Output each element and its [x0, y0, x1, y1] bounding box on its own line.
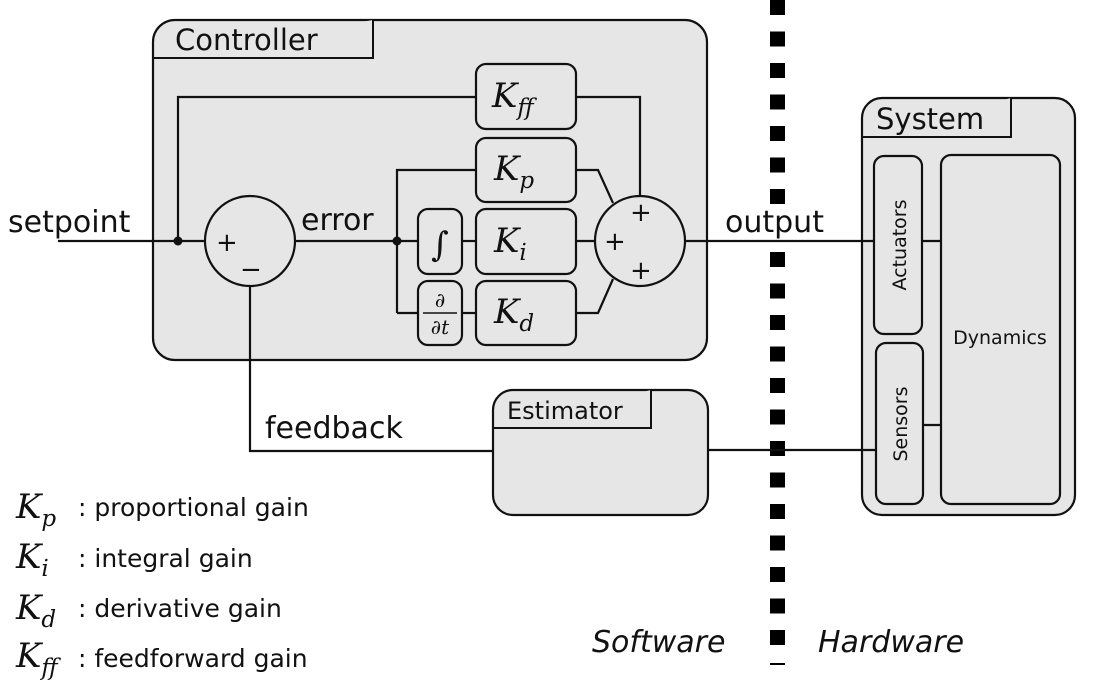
legend-item-ki: Ki : integral gain	[15, 537, 253, 582]
output-summer-plus-bottom: +	[630, 256, 652, 286]
estimator-block: Estimator	[491, 388, 710, 517]
estimator-title-tab	[493, 390, 652, 429]
kp-out-wire	[576, 168, 615, 204]
dynamics-label: Dynamics	[953, 327, 1047, 349]
error-summer-minus: −	[240, 255, 262, 285]
error-summer: + −	[203, 194, 297, 288]
divider-dash	[770, 252, 785, 267]
derivative-denominator: ∂t	[431, 315, 450, 339]
divider-dash	[770, 157, 785, 173]
legend-item-kd: Kd : derivative gain	[15, 588, 282, 633]
legend-item-kff: Kff : feedforward gain	[15, 636, 308, 681]
derivative-block: ∂ ∂t	[416, 279, 464, 347]
legend-symbol: Kd	[15, 588, 56, 633]
controller-title: Controller	[175, 23, 318, 57]
software-label: Software	[592, 625, 725, 660]
software-hardware-divider	[770, 0, 785, 665]
integral-block: ∫	[416, 207, 464, 276]
divider-dash	[770, 598, 785, 614]
output-label: output	[725, 205, 824, 240]
divider-dash	[770, 283, 785, 299]
error-branch-wire	[395, 168, 476, 313]
divider-dash	[770, 535, 785, 551]
divider-dash	[770, 472, 785, 488]
error-summer-circle	[203, 194, 297, 288]
derivative-numerator: ∂	[435, 288, 445, 312]
ki-frame	[474, 207, 578, 276]
feedback-label: feedback	[265, 411, 403, 446]
divider-dash	[770, 567, 785, 582]
signal-wires	[58, 95, 876, 453]
system-title: System	[876, 102, 984, 136]
setpoint-junction-dot	[173, 236, 183, 246]
kp-label: Kp	[493, 149, 534, 194]
sensors-block	[874, 341, 925, 506]
kff-block: Kff	[474, 62, 578, 131]
divider-dash	[770, 126, 785, 141]
divider-dash	[770, 378, 785, 393]
output-summer-plus-top: +	[630, 198, 652, 228]
divider-dash	[770, 63, 785, 78]
kp-frame	[474, 136, 578, 204]
output-summer: + + +	[593, 194, 687, 288]
feedforward-wire-out	[576, 95, 642, 196]
hardware-label: Hardware	[818, 625, 964, 660]
integral-frame	[416, 207, 464, 276]
kd-frame	[474, 279, 578, 347]
legend-symbol: Kff	[15, 636, 61, 681]
divider-dash	[770, 630, 785, 645]
ki-label: Ki	[493, 221, 527, 266]
output-summer-plus-left: +	[604, 227, 626, 257]
legend-symbol: Kp	[15, 487, 56, 532]
divider-dash	[770, 409, 785, 425]
divider-dash	[770, 504, 785, 519]
divider-dash	[770, 315, 785, 330]
divider-dash	[770, 441, 785, 456]
actuators-label: Actuators	[889, 199, 911, 290]
divider-dash	[770, 0, 785, 15]
dynamics-block	[939, 153, 1062, 506]
error-summer-plus: +	[216, 228, 238, 258]
legend-symbol: Ki	[15, 537, 49, 582]
legend-description: : proportional gain	[78, 493, 309, 522]
system-block: System Actuators Sensors Dynamics	[860, 96, 1077, 517]
system-title-tab	[862, 98, 1012, 138]
divider-dash	[770, 94, 785, 110]
legend-description: : feedforward gain	[78, 644, 308, 673]
estimator-title: Estimator	[507, 397, 623, 425]
kd-block: Kd	[474, 279, 578, 347]
error-junction-dot	[392, 236, 402, 246]
kff-frame	[474, 62, 578, 131]
kff-label: Kff	[491, 76, 537, 121]
kd-out-wire	[576, 278, 615, 315]
divider-dash	[770, 31, 785, 47]
gain-legend: Kp : proportional gain Ki : integral gai…	[15, 487, 309, 681]
output-summer-circle	[593, 194, 687, 288]
ki-block: Ki	[474, 207, 578, 276]
legend-description: : integral gain	[78, 544, 253, 573]
kp-block: Kp	[474, 136, 578, 204]
sensors-label: Sensors	[890, 386, 912, 461]
integral-icon: ∫	[431, 225, 449, 265]
legend-item-kp: Kp : proportional gain	[15, 487, 309, 532]
divider-dash	[770, 189, 785, 204]
actuators-block	[872, 154, 924, 336]
setpoint-label: setpoint	[8, 205, 131, 240]
feedforward-wire-in	[176, 95, 476, 241]
divider-dash	[770, 663, 785, 665]
controller-title-tab	[153, 20, 374, 59]
kd-label: Kd	[493, 292, 534, 337]
output-label-bg	[724, 204, 836, 238]
divider-dash	[770, 346, 785, 362]
error-label: error	[301, 203, 374, 238]
feedback-wire	[248, 286, 493, 453]
legend-description: : derivative gain	[78, 594, 282, 623]
